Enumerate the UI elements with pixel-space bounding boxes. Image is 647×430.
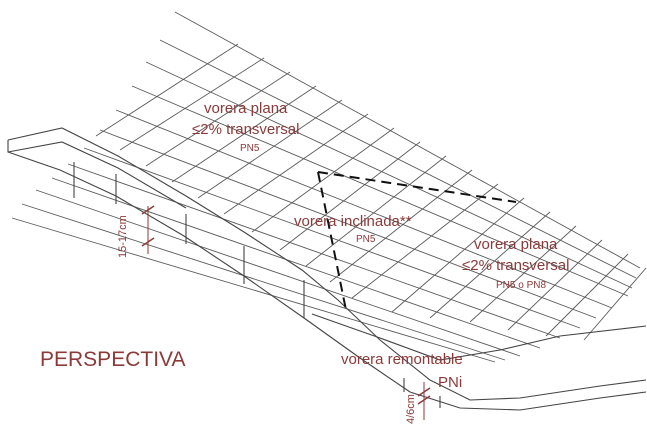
ramp-height-label: 4/6cm bbox=[405, 394, 417, 424]
zone-bottom-label: vorera remontable bbox=[341, 351, 463, 368]
zone-middle-code: PN5 bbox=[356, 234, 376, 245]
zone-top-label-1: vorera plana bbox=[204, 100, 288, 117]
zone-bottom-code: PNi bbox=[438, 374, 462, 391]
zone-right-code: PN5 o PN8 bbox=[496, 280, 546, 291]
ramp-height-marker bbox=[417, 382, 431, 420]
zone-top-code: PN5 bbox=[240, 143, 260, 154]
curb-height-label: 15-17cm bbox=[117, 215, 129, 258]
transition-zone-dashed bbox=[317, 171, 517, 311]
zone-middle-label: vorera inclinada** bbox=[294, 213, 412, 230]
view-title: PERSPECTIVA bbox=[40, 348, 185, 371]
curb-outline bbox=[7, 127, 647, 411]
zone-right-label-1: vorera plana bbox=[474, 236, 558, 253]
zone-top-label-2: ≤2% transversal bbox=[192, 121, 299, 138]
sidewalk-mesh bbox=[11, 11, 647, 363]
curb-height-marker bbox=[141, 205, 155, 254]
zone-right-label-2: ≤2% transversal bbox=[462, 257, 569, 274]
